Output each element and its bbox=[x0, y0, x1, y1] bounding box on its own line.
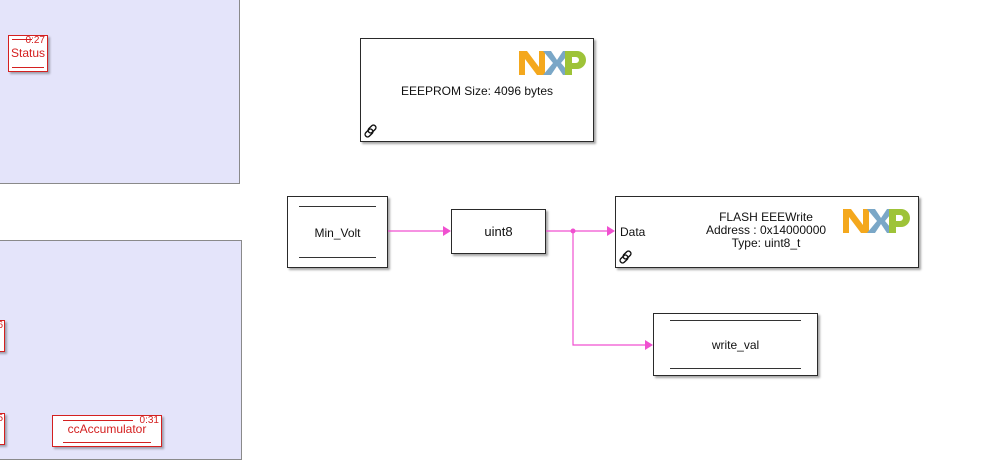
ccaccumulator-goto-block[interactable]: 0:31 ccAccumulator bbox=[52, 415, 162, 447]
flash-eeewrite-block[interactable]: Data FLASH EEEWrite Address : 0x14000000… bbox=[615, 196, 919, 268]
partial-goto-block-2[interactable]: 5 bbox=[0, 413, 5, 445]
partial-index-2: 5 bbox=[0, 413, 3, 424]
bottom-line bbox=[670, 368, 801, 369]
top-line bbox=[670, 320, 801, 321]
write-val-goto-block[interactable]: write_val bbox=[653, 313, 818, 376]
arrow-writeval-input bbox=[645, 340, 653, 350]
wire-branch-to-writeval bbox=[572, 231, 645, 346]
library-link-icon bbox=[364, 124, 377, 138]
eeeprom-size-text: EEEPROM Size: 4096 bytes bbox=[400, 84, 554, 98]
status-goto-block[interactable]: 0:27 Status bbox=[8, 35, 48, 72]
arrow-flash-input bbox=[607, 226, 615, 236]
bottom-line bbox=[63, 442, 151, 443]
top-subsystem-area[interactable] bbox=[0, 0, 240, 184]
uint8-conversion-block[interactable]: uint8 bbox=[451, 209, 546, 254]
flash-type: Type: uint8_t bbox=[731, 236, 801, 250]
status-index: 0:27 bbox=[25, 35, 45, 46]
flash-title: FLASH EEEWrite bbox=[719, 210, 813, 224]
min-volt-label: Min_Volt bbox=[314, 226, 361, 240]
ccaccumulator-label: ccAccumulator bbox=[67, 422, 147, 436]
nxp-logo-icon bbox=[519, 51, 586, 75]
top-line bbox=[63, 420, 133, 421]
top-line bbox=[299, 206, 376, 207]
min-volt-from-block[interactable]: Min_Volt bbox=[287, 196, 388, 268]
library-link-icon bbox=[619, 250, 632, 264]
partial-goto-block-1[interactable]: 6 bbox=[0, 320, 5, 352]
ccaccumulator-index: 0:31 bbox=[139, 415, 159, 426]
uint8-label: uint8 bbox=[484, 224, 513, 239]
status-label: Status bbox=[10, 46, 46, 60]
partial-index-1: 6 bbox=[0, 320, 3, 331]
eeeprom-config-block[interactable]: EEEPROM Size: 4096 bytes bbox=[360, 38, 594, 142]
branch-point bbox=[570, 228, 576, 234]
nxp-logo-icon bbox=[843, 209, 910, 233]
bottom-line bbox=[12, 67, 44, 68]
top-line bbox=[12, 39, 32, 40]
write-val-label: write_val bbox=[711, 338, 760, 352]
flash-address: Address : 0x14000000 bbox=[705, 223, 827, 237]
arrow-uint8-input bbox=[443, 226, 451, 236]
bottom-line bbox=[299, 257, 376, 258]
data-port-label: Data bbox=[620, 225, 646, 239]
flash-info: FLASH EEEWrite Address : 0x14000000 Type… bbox=[676, 211, 856, 250]
